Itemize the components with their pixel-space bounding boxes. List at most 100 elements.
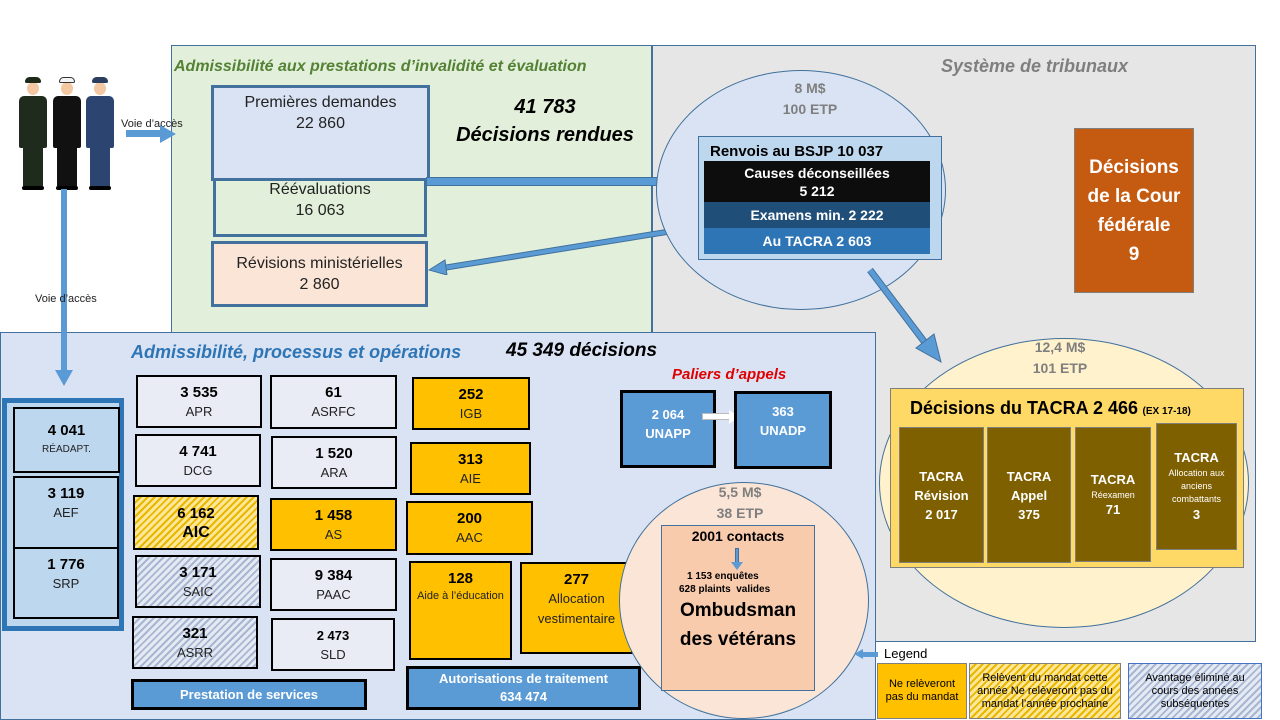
stat-label: PAAC	[316, 586, 351, 602]
unapp-value: 2 064	[651, 407, 685, 422]
stat-value: 321	[182, 624, 208, 642]
decisions-rendered: 41 783 Décisions rendues	[440, 93, 650, 149]
stat-label: AIC	[182, 523, 210, 541]
bsjp-box: Renvois au BSJP 10 037 Causes déconseill…	[698, 136, 942, 260]
reassessments-label: Réévaluations	[269, 181, 371, 198]
unadp-box: 363 UNADP	[734, 391, 832, 469]
first-applications-box: Premières demandes 22 860	[211, 85, 430, 181]
education-aid-stat: 128 Aide à l’éducation	[409, 561, 512, 660]
tacra-card-title: TACRA	[1006, 468, 1052, 484]
legend-item-text: Ne relèveront pas du mandat	[885, 678, 959, 703]
stat-label: Aide à l’éducation	[417, 590, 504, 602]
unapp-label: UNAPP	[645, 426, 691, 441]
reassessments-value: 16 063	[295, 202, 345, 219]
tacra-header-note: (EX 17-18)	[1142, 406, 1191, 417]
stat-label: AEF	[53, 505, 79, 520]
apr-stat: 3 535 APR	[136, 375, 262, 428]
access-arrow-right	[126, 130, 162, 137]
first-applications-label: Premières demandes	[244, 94, 397, 111]
bsjp-to-tacra-label: Au TACRA 2 603	[762, 233, 872, 249]
asrfc-stat: 61 ASRFC	[270, 375, 397, 429]
legend-title: Legend	[884, 646, 928, 661]
federal-court-line-2: de la Cour	[1087, 185, 1181, 207]
stat-label: IGB	[459, 405, 483, 421]
legend-item-eliminated: Avantage éliminé au cours des années sub…	[1128, 663, 1262, 719]
stat-value: 3 171	[179, 563, 217, 581]
stat-label: SAIC	[182, 583, 214, 599]
stat-label: Allocation vestimentaire	[537, 591, 616, 626]
stat-value: 1 458	[314, 506, 353, 524]
stat-value: 3 119	[47, 485, 85, 502]
stat-label: AS	[324, 526, 343, 542]
ombudsman-funding: 5,5 M$ 38 ETP	[700, 482, 780, 524]
ombudsman-investigations: 1 153 enquêtes	[687, 571, 759, 582]
srp-stat: 1 776 SRP	[13, 547, 119, 619]
as-stat: 1 458 AS	[270, 498, 397, 551]
bsjp-row-not-advised: Causes déconseillées 5 212	[704, 161, 930, 202]
navy-sailor-icon	[53, 77, 81, 190]
bsjp-row-ministerial: Examens min. 2 222	[704, 202, 930, 228]
veterans-figures	[16, 77, 116, 190]
legend-arrow	[862, 652, 878, 657]
ombudsman-name: Ombudsman des vétérans	[662, 596, 814, 654]
ombudsman-budget: 5,5 M$	[718, 484, 762, 500]
federal-court-box: Décisions de la Cour fédérale 9	[1074, 128, 1194, 293]
stat-label: DCG	[183, 462, 213, 478]
tacra-card-war-veterans: TACRA Allocation aux anciens combattants…	[1156, 423, 1237, 550]
treatment-auth-value: 634 474	[500, 689, 547, 704]
legend-item-text: Avantage éliminé au cours des années sub…	[1145, 671, 1245, 710]
access-arrow-down	[61, 189, 67, 371]
clothing-allowance-stat: 277 Allocation vestimentaire	[520, 562, 633, 654]
tacra-budget: 12,4 M$	[1034, 339, 1086, 355]
stat-label: ARA	[320, 464, 348, 480]
army-soldier-icon	[19, 77, 47, 190]
tacra-card-reconsideration: TACRA Réexamen 71	[1075, 427, 1151, 562]
tacra-card-value: 375	[1018, 506, 1040, 522]
tacra-card-sub: Appel	[1010, 487, 1048, 503]
aic-stat: 6 162 AIC	[133, 495, 259, 550]
stat-value: 4 041	[47, 422, 86, 439]
stat-value: 128	[447, 570, 474, 587]
legend-item-this-year: Relèvent du mandat cette année Ne relève…	[969, 663, 1121, 719]
aac-stat: 200 AAC	[406, 501, 533, 555]
ministerial-reviews-box: Révisions ministérielles 2 860	[211, 241, 428, 307]
stat-value: 252	[458, 385, 484, 403]
stat-value: 277	[563, 571, 590, 588]
tacra-card-title: TACRA	[919, 468, 964, 484]
stat-value: 1 776	[47, 556, 85, 573]
tacra-card-value: 2 017	[925, 506, 958, 522]
decisions-rendered-label: Décisions rendues	[456, 124, 634, 146]
federal-court-value: 9	[1128, 243, 1140, 265]
stat-label: AIE	[460, 470, 481, 486]
bsjp-budget: 8 M$	[794, 80, 826, 96]
tacra-arrow	[867, 267, 942, 364]
tacra-card-review: TACRA Révision 2 017	[899, 427, 984, 563]
reassessments-box: Réévaluations 16 063	[213, 179, 427, 237]
bsjp-funding: 8 M$ 100 ETP	[765, 78, 855, 120]
stat-label: ASRR	[176, 644, 214, 660]
asrr-stat: 321 ASRR	[132, 616, 258, 669]
bsjp-header: Renvois au BSJP 10 037	[710, 143, 884, 160]
stat-value: 200	[456, 510, 483, 527]
first-applications-value: 22 860	[296, 115, 345, 132]
bsjp-not-advised-label: Causes déconseillées	[744, 164, 890, 181]
stat-label: AAC	[456, 530, 483, 545]
ombudsman-name-line2: des vétérans	[679, 629, 797, 650]
appeals-title: Paliers d’appels	[672, 366, 787, 383]
referral-arrow-shaft	[426, 177, 679, 186]
tacra-header-label: Décisions du TACRA 2 466	[910, 398, 1139, 418]
sld-stat: 2 473 SLD	[271, 618, 395, 671]
stat-value: 1 520	[315, 444, 353, 462]
aef-stat: 3 119 AEF	[13, 476, 119, 549]
tacra-card-appeal: TACRA Appel 375	[987, 427, 1071, 563]
bsjp-staff: 100 ETP	[782, 101, 838, 117]
rehab-group: 4 041 RÉADAPT. 3 119 AEF 1 776 SRP	[2, 398, 124, 631]
tacra-card-sub: Réexamen	[1091, 489, 1135, 500]
tacra-funding: 12,4 M$ 101 ETP	[1010, 337, 1110, 379]
legend-item-text: Relèvent du mandat cette année Ne relève…	[977, 671, 1113, 710]
legend-item-out-of-mandate: Ne relèveront pas du mandat	[877, 663, 967, 719]
treatment-authorizations-box: Autorisations de traitement 634 474	[406, 666, 641, 710]
rehab-stat: 4 041 RÉADAPT.	[13, 407, 120, 473]
stat-label: SRP	[52, 576, 80, 591]
service-delivery-button[interactable]: Prestation de services	[131, 679, 367, 710]
